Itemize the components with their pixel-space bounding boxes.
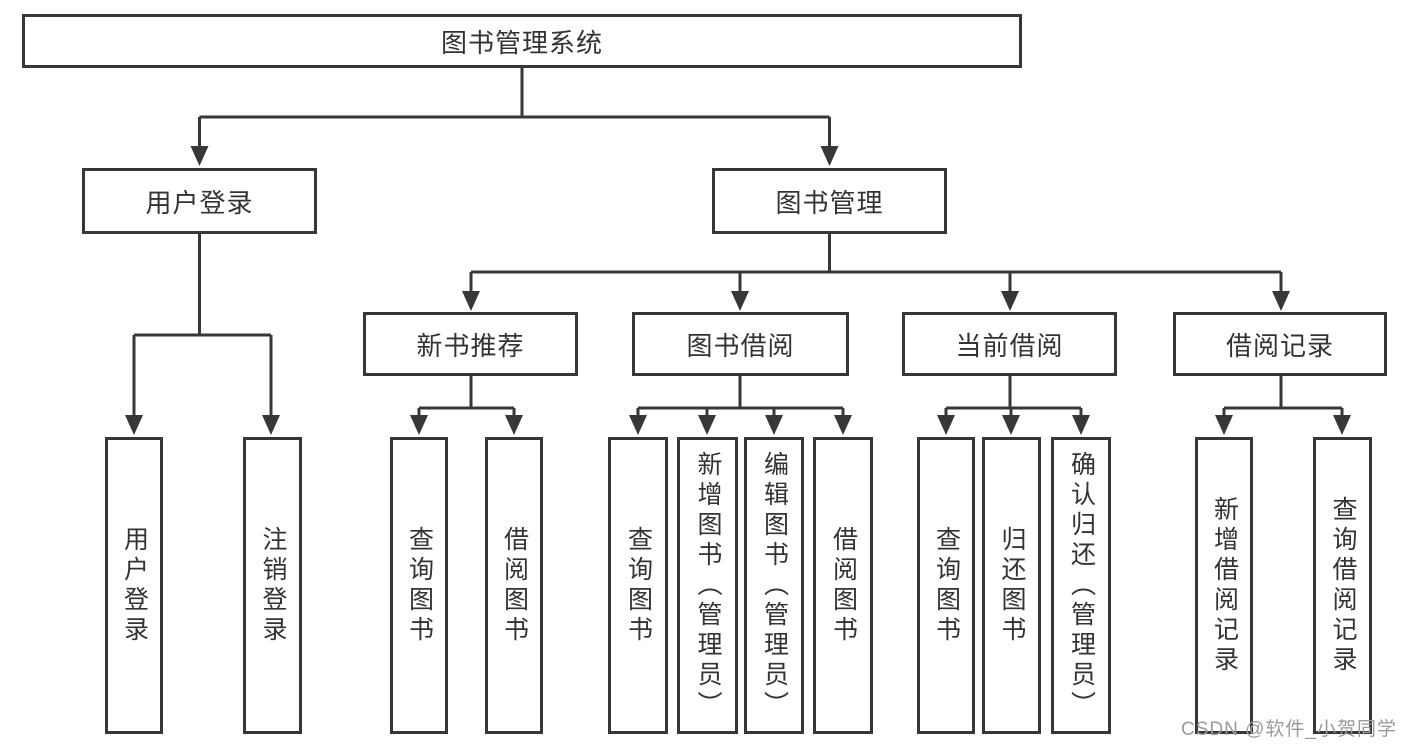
node-user-login: 用户登录 xyxy=(82,168,317,234)
leaf-edit-books-admin: 编辑图书（管理员） xyxy=(744,437,804,734)
node-new-book-recommend: 新书推荐 xyxy=(363,312,578,376)
leaf-logout: 注销登录 xyxy=(243,437,302,734)
leaf-recommend-query-books: 查询图书 xyxy=(390,437,448,734)
node-book-management-label: 图书管理 xyxy=(775,187,884,218)
node-borrow-records-label: 借阅记录 xyxy=(1225,330,1334,361)
node-current-borrow-label: 当前借阅 xyxy=(955,330,1064,361)
node-root-label: 图书管理系统 xyxy=(440,27,603,58)
leaf-add-borrow-record: 新增借阅记录 xyxy=(1195,437,1253,734)
leaf-add-books-admin: 新增图书（管理员） xyxy=(677,437,738,734)
node-root: 图书管理系统 xyxy=(22,14,1022,68)
node-book-borrow: 图书借阅 xyxy=(632,312,849,376)
watermark: CSDN @软件_小贺同学 xyxy=(1181,719,1397,740)
leaf-user-login: 用户登录 xyxy=(105,437,163,734)
leaf-borrow-books: 借阅图书 xyxy=(813,437,873,734)
leaf-return-books: 归还图书 xyxy=(982,437,1041,734)
node-user-login-label: 用户登录 xyxy=(145,187,254,218)
node-book-management: 图书管理 xyxy=(712,168,947,234)
leaf-recommend-borrow-books: 借阅图书 xyxy=(485,437,543,734)
node-new-book-recommend-label: 新书推荐 xyxy=(416,330,525,361)
node-current-borrow: 当前借阅 xyxy=(902,312,1117,376)
leaf-query-borrow-record: 查询借阅记录 xyxy=(1313,437,1372,734)
node-borrow-records: 借阅记录 xyxy=(1173,312,1387,376)
leaf-borrow-query-books: 查询图书 xyxy=(608,437,668,734)
node-book-borrow-label: 图书借阅 xyxy=(686,330,795,361)
leaf-current-query-books: 查询图书 xyxy=(917,437,975,734)
leaf-confirm-return-admin: 确认归还（管理员） xyxy=(1051,437,1111,734)
